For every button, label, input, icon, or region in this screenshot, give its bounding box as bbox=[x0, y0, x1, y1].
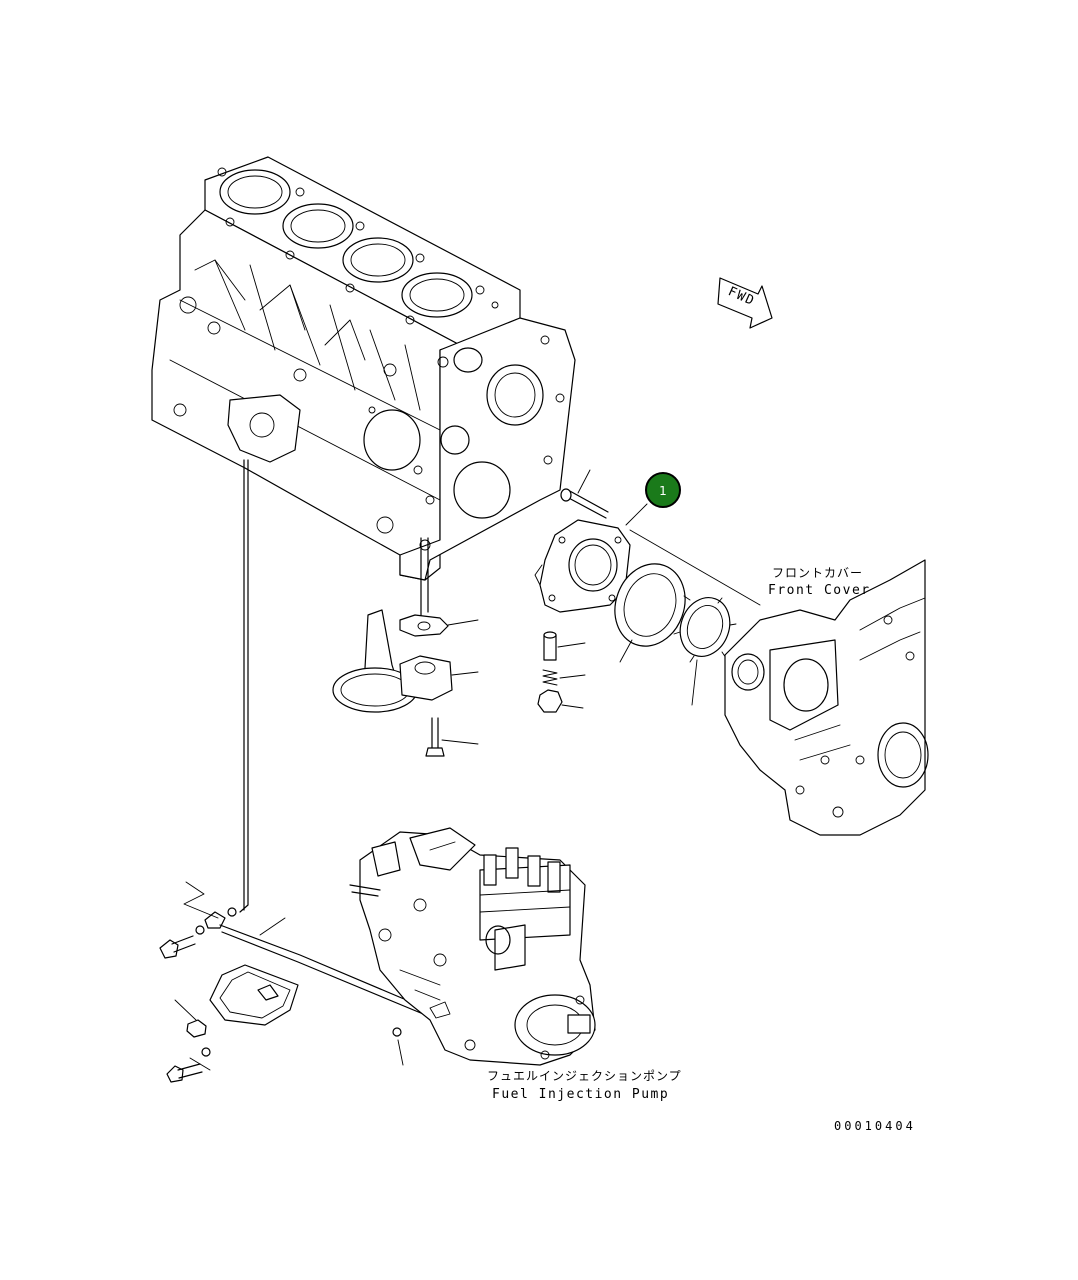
oil-pump-housing bbox=[534, 519, 631, 613]
fuel-pump-label-en: Fuel Injection Pump bbox=[492, 1087, 669, 1102]
fuel-injection-pump bbox=[349, 827, 596, 1066]
engine-block bbox=[151, 156, 576, 581]
front-cover-label-en: Front Cover bbox=[768, 583, 871, 598]
outer-rotor bbox=[614, 563, 686, 663]
relief-valve-parts bbox=[537, 631, 586, 713]
drawing-number: 00010404 bbox=[834, 1119, 916, 1133]
fwd-arrow-icon: FWD bbox=[717, 277, 773, 329]
inner-rotor bbox=[673, 595, 737, 706]
fuel-pump-label-jp: フュエルインジェクションポンプ bbox=[487, 1069, 682, 1083]
callout-1[interactable]: 1 bbox=[625, 472, 681, 526]
oil-strainer bbox=[332, 537, 479, 757]
leader-line bbox=[629, 529, 761, 606]
lube-pipe bbox=[159, 459, 431, 1083]
callout-number: 1 bbox=[659, 484, 667, 498]
front-cover bbox=[724, 559, 929, 836]
housing-bolt bbox=[560, 469, 609, 519]
front-cover-label-jp: フロントカバー bbox=[772, 566, 863, 580]
